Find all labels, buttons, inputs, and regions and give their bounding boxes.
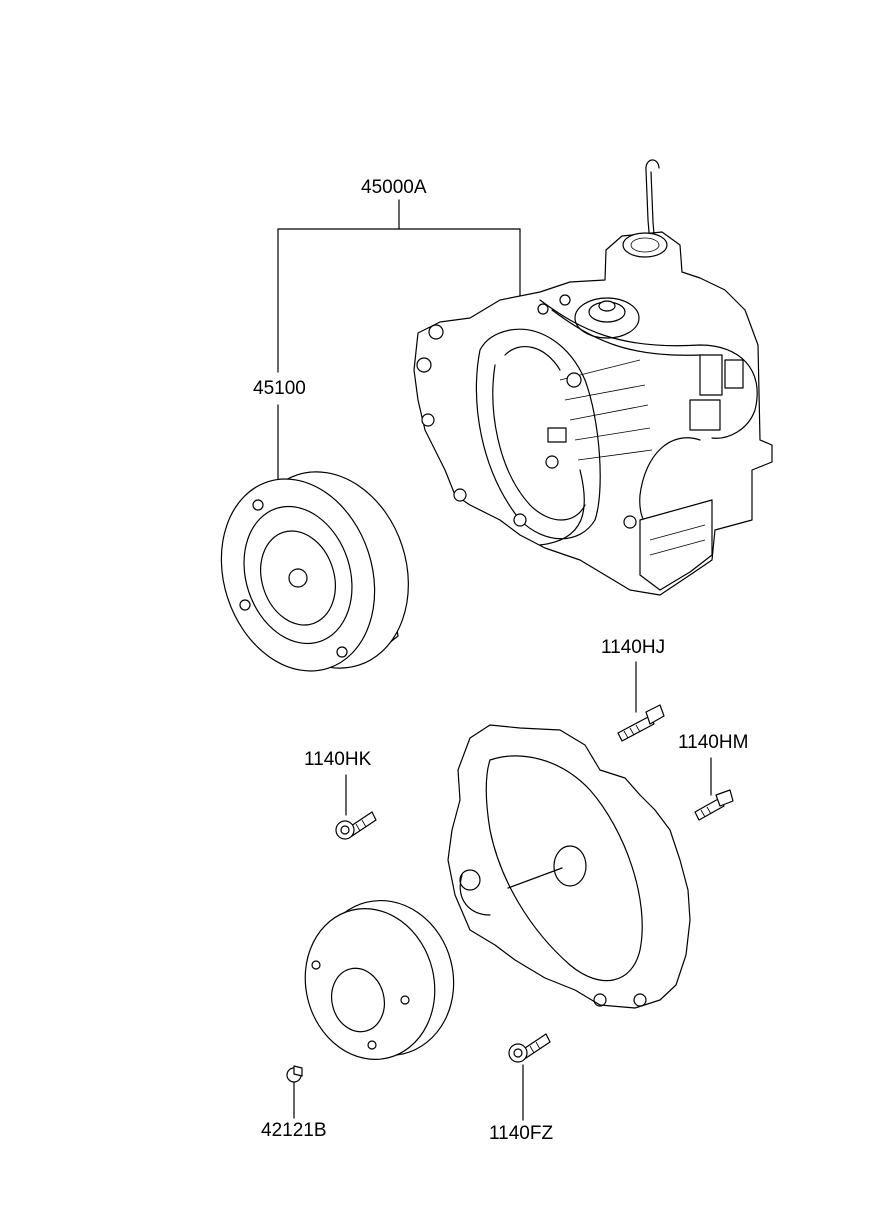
- oil-pan: [639, 499, 713, 591]
- callout-1140hj: 1140HJ: [601, 637, 666, 658]
- drive-plate-drawing: [304, 899, 455, 1060]
- output-collar: [622, 232, 668, 258]
- bolt-1140hm-drawing: [694, 789, 734, 821]
- case-half-outline: [447, 724, 691, 1009]
- dipstick: [645, 159, 661, 366]
- leader-lines: [277, 199, 712, 1121]
- callout-45000a: 45000A: [361, 177, 427, 198]
- torque-converter-drawing: [220, 471, 409, 672]
- callout-1140hk: 1140HK: [304, 749, 372, 770]
- callout-42121b: 42121B: [261, 1120, 327, 1141]
- bolt-1140hk-drawing: [335, 811, 377, 840]
- bolt-1140fz-drawing: [508, 1033, 551, 1063]
- converter-hub: [288, 568, 308, 588]
- bolt-1140hj-drawing: [617, 704, 665, 742]
- wiring-harness: [539, 299, 758, 439]
- bolt-42121b-drawing: [286, 1065, 303, 1083]
- callout-1140hm: 1140HM: [678, 732, 749, 753]
- drive-plate-face: [304, 908, 436, 1060]
- callout-45100: 45100: [253, 378, 306, 399]
- callout-1140fz: 1140FZ: [489, 1123, 554, 1144]
- transaxle-assembly-drawing: [413, 159, 773, 596]
- bell-housing: [475, 328, 601, 540]
